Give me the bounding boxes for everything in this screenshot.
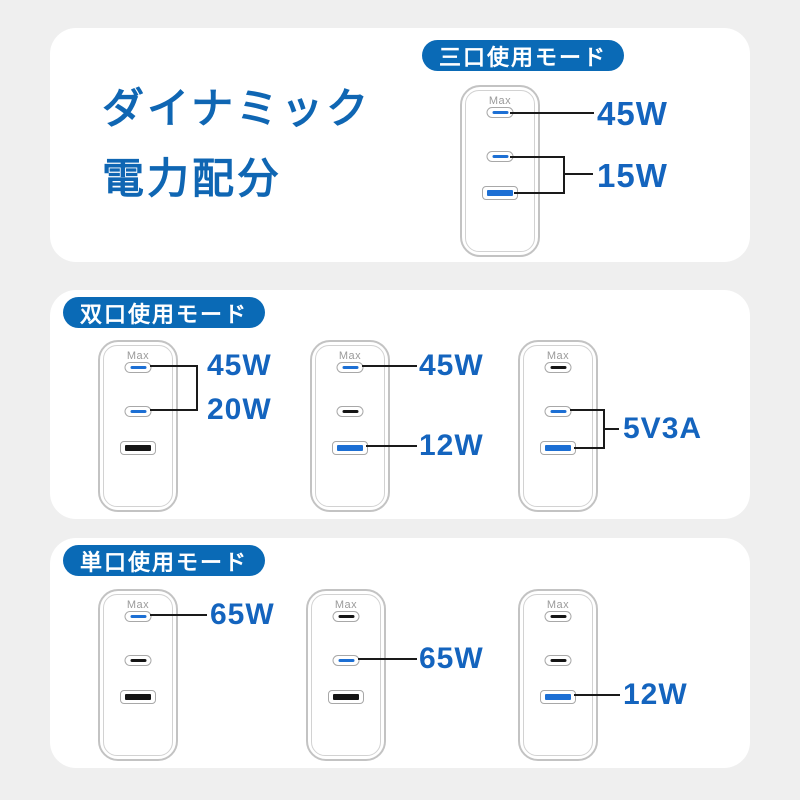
max-label: Max: [546, 350, 570, 362]
charger-body-outline: [103, 345, 173, 507]
usb-c-port-1: [124, 362, 152, 373]
connector-line: [574, 694, 620, 696]
connector-line: [514, 192, 564, 194]
usb-c-pin: [550, 410, 566, 413]
connector-line: [366, 445, 417, 447]
connector-line: [150, 409, 196, 411]
power-label: 45W: [207, 349, 272, 382]
usb-c-pin: [338, 659, 354, 662]
charger-body-outline: [523, 345, 593, 507]
usb-a-pin: [487, 190, 513, 196]
connector-bracket: [563, 156, 565, 194]
max-label: Max: [488, 95, 512, 107]
usb-c-port-2: [336, 406, 364, 417]
usb-c-pin: [550, 366, 566, 369]
max-label: Max: [126, 599, 150, 611]
power-label: 45W: [597, 95, 668, 132]
usb-c-port-2: [124, 655, 152, 666]
power-label: 20W: [207, 393, 272, 426]
charger-single-c2: Max: [306, 589, 386, 761]
connector-bracket: [196, 365, 198, 411]
section-dual-port-mode: 双口使用モード Max 45W 20W Max 45W 12W Max: [50, 290, 750, 519]
usb-a-port: [120, 441, 156, 455]
usb-a-pin: [333, 694, 359, 700]
usb-c-pin: [130, 659, 146, 662]
usb-a-pin: [545, 445, 571, 451]
connector-line: [362, 365, 417, 367]
usb-c-pin: [338, 615, 354, 618]
usb-a-port: [120, 690, 156, 704]
usb-c-port-1: [544, 611, 572, 622]
power-label: 45W: [419, 349, 484, 382]
charger-body-outline: [465, 90, 535, 252]
power-label: 65W: [210, 598, 275, 631]
power-label: 65W: [419, 642, 484, 675]
charger-dual-c1-c2: Max: [98, 340, 178, 512]
charger-single-a: Max: [518, 589, 598, 761]
usb-c-pin: [342, 410, 358, 413]
charger-dual-c2-a: Max: [518, 340, 598, 512]
usb-c-port-2: [332, 655, 360, 666]
usb-c-pin: [130, 410, 146, 413]
usb-c-pin: [492, 155, 508, 158]
power-label: 12W: [623, 678, 688, 711]
max-label: Max: [334, 599, 358, 611]
section-single-port-mode: 単口使用モード Max 65W Max 65W Max: [50, 538, 750, 768]
connector-line: [150, 365, 196, 367]
mode-badge-dual-port: 双口使用モード: [63, 297, 266, 328]
usb-a-port: [540, 441, 576, 455]
usb-a-port: [332, 441, 368, 455]
connector-line: [510, 156, 564, 158]
max-label: Max: [546, 599, 570, 611]
connector-line: [563, 173, 593, 175]
usb-c-pin: [492, 111, 508, 114]
usb-a-port: [540, 690, 576, 704]
power-label: 15W: [597, 157, 668, 194]
mode-badge-single-port: 単口使用モード: [63, 545, 266, 576]
section-three-port-mode: ダイナミック 電力配分 三口使用モード Max 45W 15W: [50, 28, 750, 262]
usb-c-port-1: [124, 611, 152, 622]
charger-body-outline: [315, 345, 385, 507]
usb-a-pin: [337, 445, 363, 451]
usb-c-port-2: [544, 406, 572, 417]
usb-a-port: [482, 186, 518, 200]
connector-line: [574, 447, 603, 449]
usb-a-port: [328, 690, 364, 704]
usb-a-pin: [125, 445, 151, 451]
usb-c-pin: [550, 659, 566, 662]
usb-c-port-2: [544, 655, 572, 666]
mode-badge-three-port: 三口使用モード: [422, 40, 625, 71]
charger-three-port: Max: [460, 85, 540, 257]
usb-c-port-1: [336, 362, 364, 373]
charger-body-outline: [311, 594, 381, 756]
power-label: 12W: [419, 429, 484, 462]
usb-c-pin: [130, 615, 146, 618]
usb-c-port-2: [124, 406, 152, 417]
usb-c-pin: [550, 615, 566, 618]
usb-c-port-1: [544, 362, 572, 373]
charger-single-c1: Max: [98, 589, 178, 761]
charger-body-outline: [523, 594, 593, 756]
usb-a-pin: [545, 694, 571, 700]
connector-line: [570, 409, 603, 411]
max-label: Max: [338, 350, 362, 362]
page-title-line2: 電力配分: [102, 155, 283, 202]
max-label: Max: [126, 350, 150, 362]
usb-a-pin: [125, 694, 151, 700]
charger-dual-c1-a: Max: [310, 340, 390, 512]
charger-body-outline: [103, 594, 173, 756]
page-title-line1: ダイナミック: [102, 85, 372, 132]
connector-line: [150, 614, 207, 616]
connector-line: [358, 658, 417, 660]
usb-c-pin: [342, 366, 358, 369]
connector-line: [510, 112, 594, 114]
usb-c-port-1: [332, 611, 360, 622]
power-label: 5V3A: [623, 412, 703, 445]
page-title: ダイナミック 電力配分: [102, 74, 371, 214]
usb-c-pin: [130, 366, 146, 369]
connector-line: [603, 428, 619, 430]
